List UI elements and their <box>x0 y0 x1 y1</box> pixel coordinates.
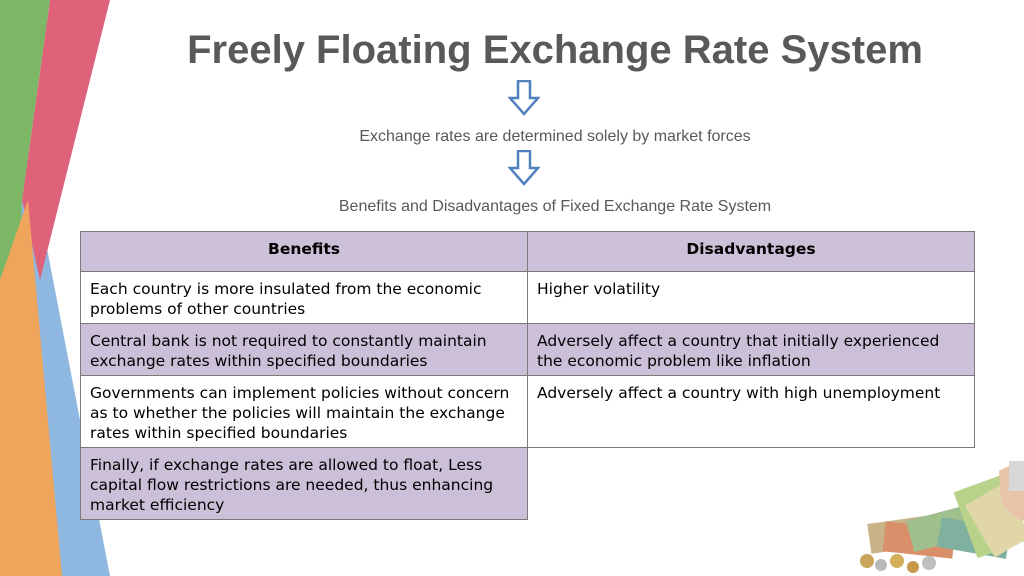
coins <box>860 554 936 573</box>
disadvantage-cell: Higher volatility <box>527 271 975 324</box>
benefit-cell: Each country is more insulated from the … <box>80 271 528 324</box>
benefit-cell: Governments can implement policies witho… <box>80 375 528 448</box>
banknote-stack <box>867 473 1024 559</box>
table-row: Central bank is not required to constant… <box>80 323 975 376</box>
table-row: Governments can implement policies witho… <box>80 375 975 448</box>
stripe-pink <box>22 0 110 280</box>
disadvantage-cell: Adversely affect a country that initiall… <box>527 323 975 376</box>
table-row: Finally, if exchange rates are allowed t… <box>80 447 975 520</box>
hand-shape <box>999 461 1024 521</box>
disadvantage-cell: Adversely affect a country with high une… <box>527 375 975 448</box>
benefits-header: Benefits <box>80 231 528 272</box>
table-header-row: Benefits Disadvantages <box>80 231 975 272</box>
benefits-disadvantages-table: Benefits Disadvantages Each country is m… <box>80 231 975 520</box>
table-caption: Benefits and Disadvantages of Fixed Exch… <box>338 198 772 215</box>
table-row: Each country is more insulated from the … <box>80 271 975 324</box>
slide-title: Freely Floating Exchange Rate System <box>187 28 923 72</box>
benefit-cell: Finally, if exchange rates are allowed t… <box>80 447 528 520</box>
benefit-cell: Central bank is not required to constant… <box>80 323 528 376</box>
disadvantages-header: Disadvantages <box>527 231 975 272</box>
market-forces-text: Exchange rates are determined solely by … <box>359 128 751 145</box>
down-arrow-icon <box>508 80 540 116</box>
down-arrow-icon <box>508 150 540 186</box>
stripe-orange <box>0 200 62 576</box>
money-image <box>860 461 1024 573</box>
